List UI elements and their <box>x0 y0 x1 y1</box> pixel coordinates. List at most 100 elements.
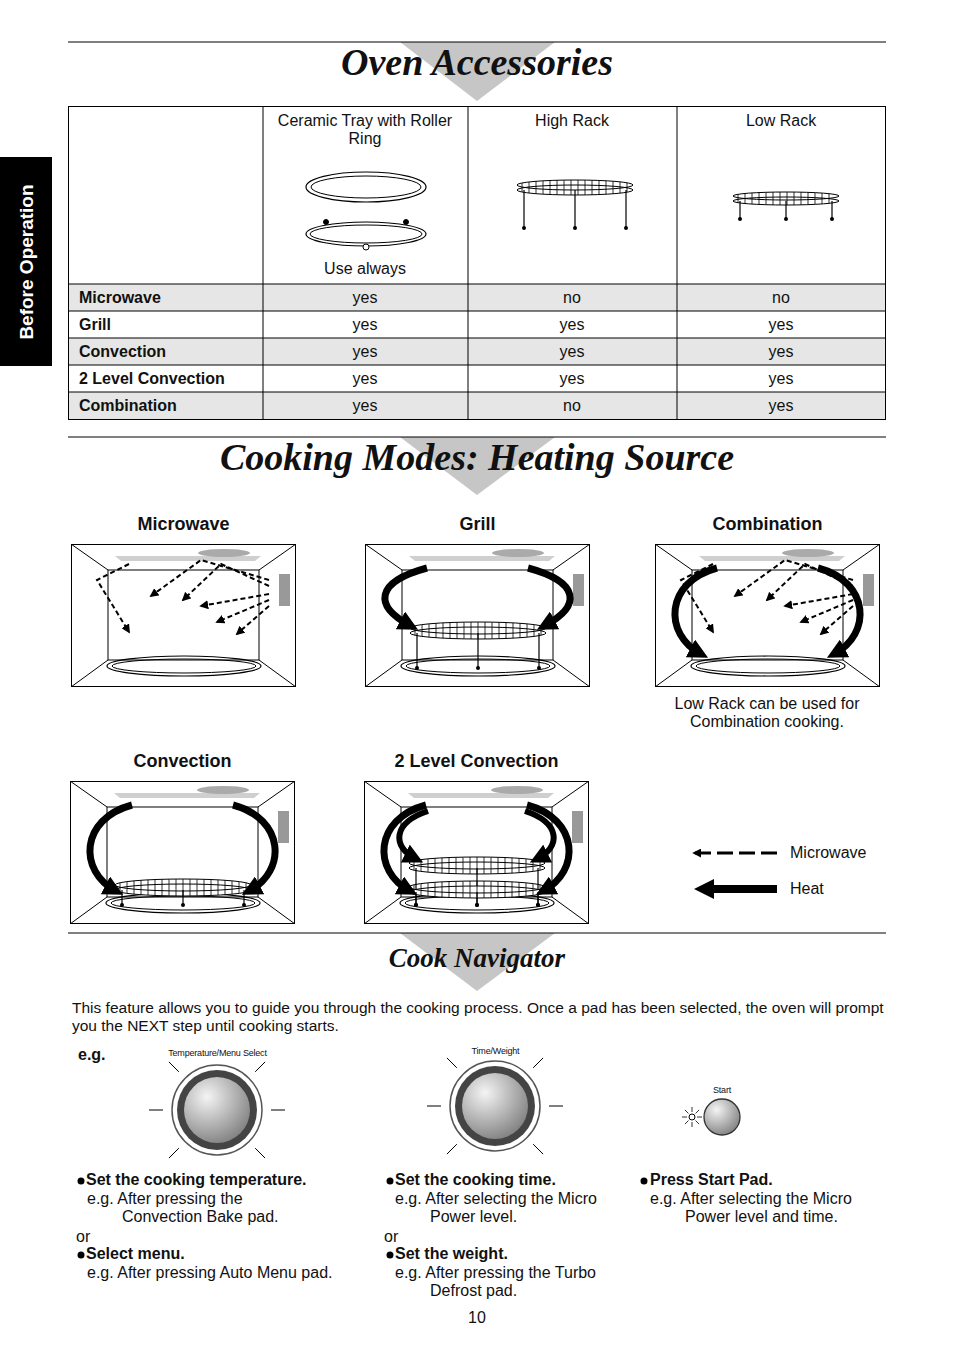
line-shape <box>211 880 212 896</box>
line-shape <box>519 882 520 896</box>
legend-text: Heat <box>790 880 824 898</box>
circle-shape <box>455 1066 535 1146</box>
line-shape <box>498 881 499 897</box>
body-text: e.g. <box>78 1046 128 1064</box>
path-shape <box>801 600 853 622</box>
circle-shape <box>404 220 409 225</box>
line-shape <box>553 544 590 570</box>
line-shape <box>512 858 513 873</box>
line-shape <box>552 781 589 807</box>
table-cell: Microwave <box>79 289 261 307</box>
rect-shape <box>692 570 843 660</box>
line-shape <box>613 181 614 194</box>
ellipse-shape <box>491 786 543 794</box>
line-shape <box>785 201 786 219</box>
path-shape <box>702 885 777 893</box>
column-heading: Ceramic Tray with Roller Ring <box>270 112 460 148</box>
control-pad: Start <box>672 1083 772 1143</box>
line-shape <box>677 106 678 420</box>
line-shape <box>218 880 219 895</box>
line-shape <box>435 882 436 896</box>
line-shape <box>738 194 739 202</box>
line-shape <box>655 544 692 570</box>
path-shape <box>90 805 132 891</box>
mode-heading: 2 Level Convection <box>324 749 629 773</box>
rack <box>409 857 545 907</box>
table-cell: yes <box>477 316 667 334</box>
line-shape <box>801 192 802 205</box>
mode-heading: Grill <box>325 512 630 536</box>
rect-shape <box>263 284 885 311</box>
mode-heading: Convection <box>30 749 335 773</box>
line-shape <box>258 781 295 807</box>
table-cell: yes <box>686 370 876 388</box>
line-shape <box>831 201 832 219</box>
oven-cavity-picture <box>365 544 590 687</box>
line-shape <box>557 180 558 195</box>
body-text: or <box>76 1228 116 1246</box>
rect-shape <box>365 782 589 924</box>
line-shape <box>471 622 472 639</box>
line-shape <box>141 880 142 894</box>
line-shape <box>533 1058 543 1068</box>
line-shape <box>534 625 535 637</box>
circle-shape <box>414 903 418 907</box>
circle-shape <box>184 1077 250 1143</box>
line-shape <box>739 201 740 219</box>
line-shape <box>155 880 156 896</box>
line-shape <box>450 623 451 639</box>
polygon-shape <box>409 556 555 561</box>
ellipse-shape <box>517 180 633 190</box>
line-shape <box>625 190 626 228</box>
line-shape <box>176 879 177 896</box>
rack-pictures <box>517 180 839 230</box>
line-shape <box>68 365 885 366</box>
line-shape <box>70 781 107 807</box>
rect-shape <box>279 574 290 606</box>
line-shape <box>68 338 885 339</box>
rect-shape <box>68 338 885 365</box>
table-cell: yes <box>270 289 460 307</box>
line-shape <box>449 882 450 898</box>
line-shape <box>484 881 485 898</box>
circle-shape <box>78 1252 85 1259</box>
body-text: e.g. After selecting the Micro Power lev… <box>395 1190 630 1226</box>
line-shape <box>428 883 429 896</box>
path-shape <box>694 852 777 855</box>
line-shape <box>533 860 534 872</box>
rect-shape <box>573 574 584 606</box>
body-text: Set the cooking time. <box>395 1171 635 1189</box>
line-shape <box>468 106 469 420</box>
line-shape <box>190 879 191 896</box>
line-shape <box>766 192 767 204</box>
line-shape <box>68 933 886 934</box>
body-text: This feature allows you to guide you thr… <box>72 999 887 1035</box>
line-shape <box>463 857 464 874</box>
line-shape <box>794 192 795 205</box>
line-shape <box>526 883 527 896</box>
polygon-shape <box>408 793 554 798</box>
line-shape <box>365 544 402 570</box>
line-shape <box>429 624 430 637</box>
rect-shape <box>69 107 886 420</box>
line-shape <box>436 623 437 637</box>
line-shape <box>550 180 551 194</box>
line-shape <box>71 544 108 570</box>
oven-cavity-picture <box>71 544 296 687</box>
line-shape <box>169 879 170 896</box>
line-shape <box>578 180 579 195</box>
line-shape <box>692 1122 693 1127</box>
line-shape <box>843 660 880 687</box>
ellipse-shape <box>310 225 422 243</box>
mode-heading: Combination <box>615 512 920 536</box>
dial-picture <box>140 1046 295 1166</box>
line-shape <box>456 857 457 873</box>
line-shape <box>443 623 444 638</box>
body-text: or <box>384 1228 424 1246</box>
line-shape <box>456 881 457 897</box>
legend-entry: Microwave <box>688 843 888 865</box>
circle-shape <box>476 666 480 670</box>
line-shape <box>442 858 443 873</box>
line-shape <box>427 1106 441 1107</box>
line-shape <box>464 622 465 639</box>
